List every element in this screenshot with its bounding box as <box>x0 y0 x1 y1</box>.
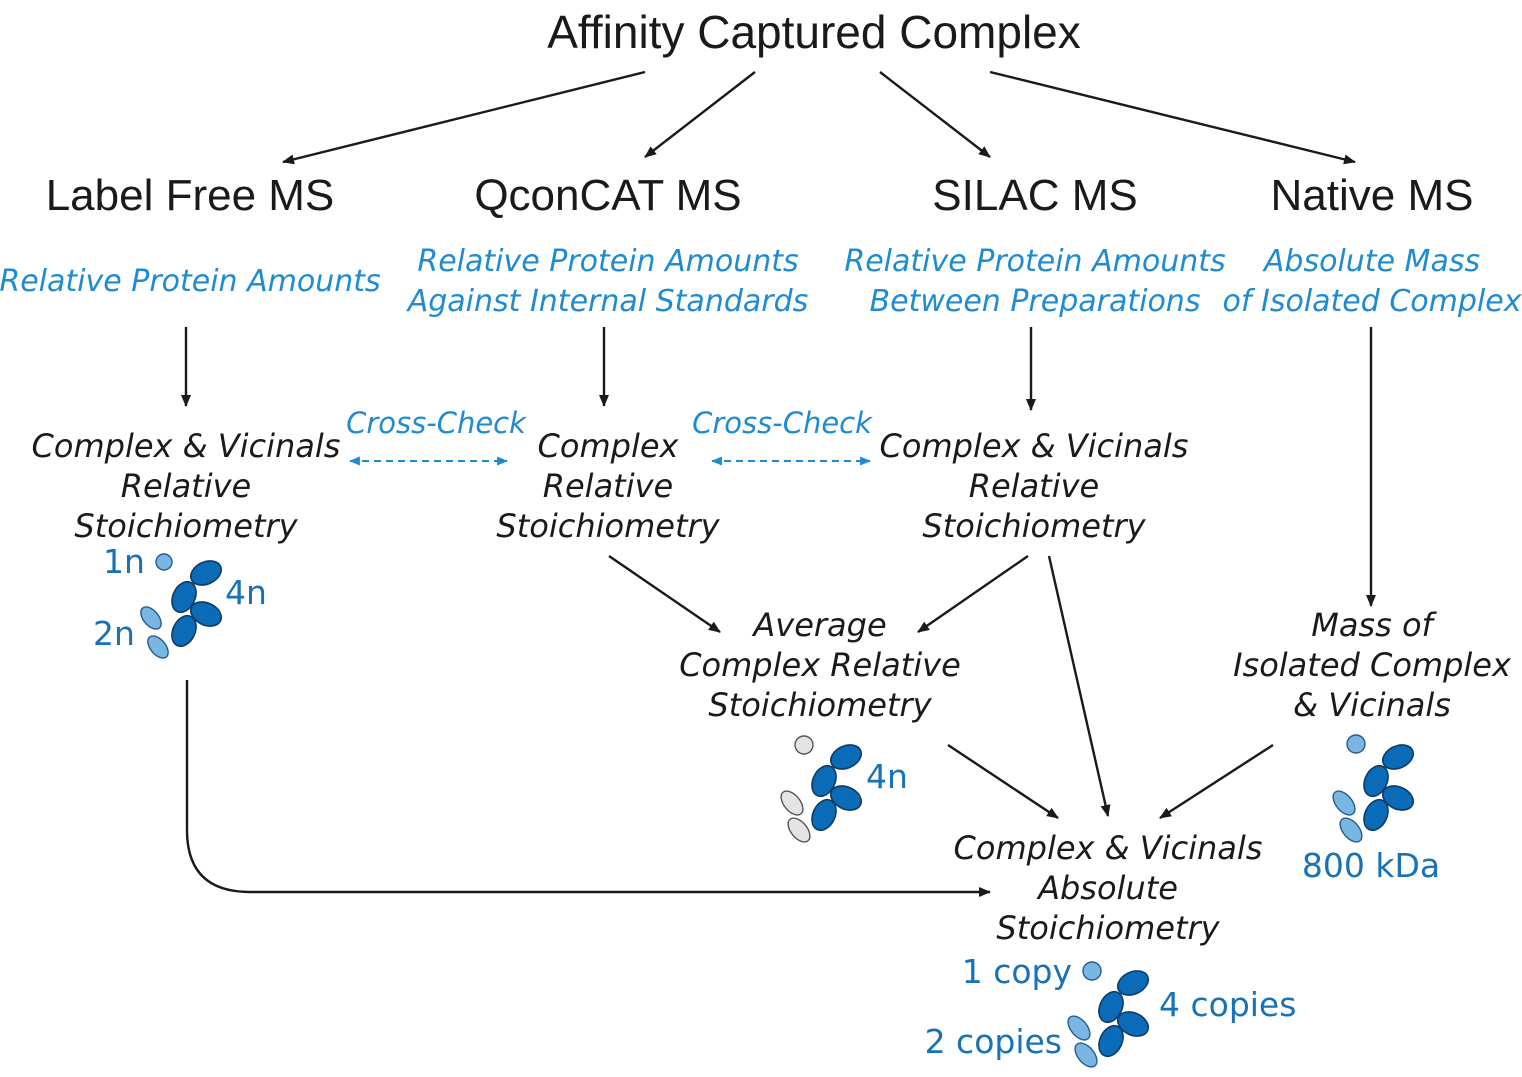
medium-subunit-icon <box>147 635 169 659</box>
method-qconcat: QconCAT MS <box>474 171 741 220</box>
medium-subunit-icon <box>1074 1042 1098 1068</box>
desc-silac-line2: Between Preparations <box>870 284 1201 319</box>
arrow-qconcat-to-average <box>608 555 721 633</box>
large-subunit-icon <box>171 614 197 648</box>
large-subunit-icon <box>811 764 837 798</box>
medium-subunit-icon <box>1339 817 1363 843</box>
result-qconcat-line2: Relative <box>543 467 673 505</box>
medium-subunit-icon <box>1067 1015 1091 1041</box>
large-subunit-icon <box>829 744 863 770</box>
large-subunit-icon <box>1116 970 1150 996</box>
desc-label-free: Relative Protein Amounts <box>0 264 381 299</box>
result-native-line1: Mass of <box>1311 606 1437 644</box>
result-silac-line1: Complex & Vicinals <box>880 427 1189 465</box>
result-label-free-line2: Relative <box>121 467 251 505</box>
count-average-large: 4n <box>866 757 908 796</box>
title-to-methods-arrows <box>282 70 1356 165</box>
result-average-line3: Stoichiometry <box>708 686 932 724</box>
desc-qconcat-line2: Against Internal Standards <box>406 284 809 319</box>
complex-glyph-average <box>780 735 863 843</box>
large-subunit-icon <box>1116 1011 1150 1037</box>
large-subunit-icon <box>829 785 863 811</box>
large-subunit-icon <box>1363 764 1389 798</box>
small-subunit-icon <box>794 735 814 755</box>
cross-check-label-right: Cross-Check <box>692 406 873 440</box>
large-subunit-icon <box>1098 1024 1124 1058</box>
complex-glyph-absolute <box>1067 961 1150 1068</box>
result-qconcat-line1: Complex <box>538 427 680 465</box>
arrow-label-free-to-absolute <box>185 680 991 897</box>
count-label-free-large: 4n <box>225 573 267 612</box>
desc-native-line2: of Isolated Complex <box>1223 284 1522 319</box>
large-subunit-icon <box>189 560 223 586</box>
large-subunit-icon <box>189 601 223 627</box>
count-label-free-medium: 2n <box>93 614 135 653</box>
arrow-silac-to-absolute <box>1047 555 1111 817</box>
arrow-to-qconcat <box>644 71 756 158</box>
medium-subunit-icon <box>787 817 811 843</box>
large-subunit-icon <box>1381 785 1415 811</box>
result-silac-line3: Stoichiometry <box>922 507 1146 545</box>
result-absolute-line3: Stoichiometry <box>996 909 1220 947</box>
medium-subunit-icon <box>780 790 804 816</box>
desc-silac-line1: Relative Protein Amounts <box>844 244 1225 279</box>
small-subunit-icon <box>155 553 173 571</box>
result-label-free-line3: Stoichiometry <box>74 507 298 545</box>
large-subunit-icon <box>1098 990 1124 1024</box>
diagram-title: Affinity Captured Complex <box>547 6 1081 58</box>
method-label-free: Label Free MS <box>46 171 335 220</box>
small-subunit-icon <box>1082 961 1102 981</box>
arrow-native-to-absolute <box>1159 743 1274 820</box>
arrow-average-to-absolute <box>947 744 1059 819</box>
count-absolute-large: 4 copies <box>1159 985 1296 1024</box>
result-average-line2: Complex Relative <box>679 646 961 684</box>
result-native-line3: & Vicinals <box>1293 686 1451 724</box>
small-subunit-icon <box>1346 734 1366 754</box>
result-absolute-line1: Complex & Vicinals <box>954 829 1263 867</box>
method-silac: SILAC MS <box>932 171 1137 220</box>
count-label-free-small: 1n <box>103 542 145 581</box>
large-subunit-icon <box>1363 798 1389 832</box>
count-absolute-medium: 2 copies <box>925 1022 1062 1061</box>
desc-native-line1: Absolute Mass <box>1262 244 1480 279</box>
arrow-to-silac <box>879 71 991 158</box>
medium-subunit-icon <box>1332 790 1356 816</box>
result-absolute-line2: Absolute <box>1036 869 1178 907</box>
cross-check-label-left: Cross-Check <box>346 406 527 440</box>
large-subunit-icon <box>171 580 197 614</box>
complex-glyph-native <box>1332 734 1415 843</box>
medium-subunit-icon <box>140 606 162 630</box>
result-native-line2: Isolated Complex <box>1233 646 1512 684</box>
count-native-mass: 800 kDa <box>1302 846 1440 885</box>
result-label-free-line1: Complex & Vicinals <box>32 427 341 465</box>
result-qconcat-line3: Stoichiometry <box>496 507 720 545</box>
count-absolute-small: 1 copy <box>962 952 1072 991</box>
result-average-line1: Average <box>751 606 886 644</box>
result-silac-line2: Relative <box>969 467 1099 505</box>
arrow-to-native <box>989 70 1356 165</box>
desc-qconcat-line1: Relative Protein Amounts <box>417 244 798 279</box>
complex-glyph-label-free <box>140 553 223 659</box>
large-subunit-icon <box>811 798 837 832</box>
method-native: Native MS <box>1271 171 1474 220</box>
large-subunit-icon <box>1381 744 1415 770</box>
arrow-to-label-free <box>282 70 646 165</box>
arrow-silac-to-average <box>917 555 1029 633</box>
